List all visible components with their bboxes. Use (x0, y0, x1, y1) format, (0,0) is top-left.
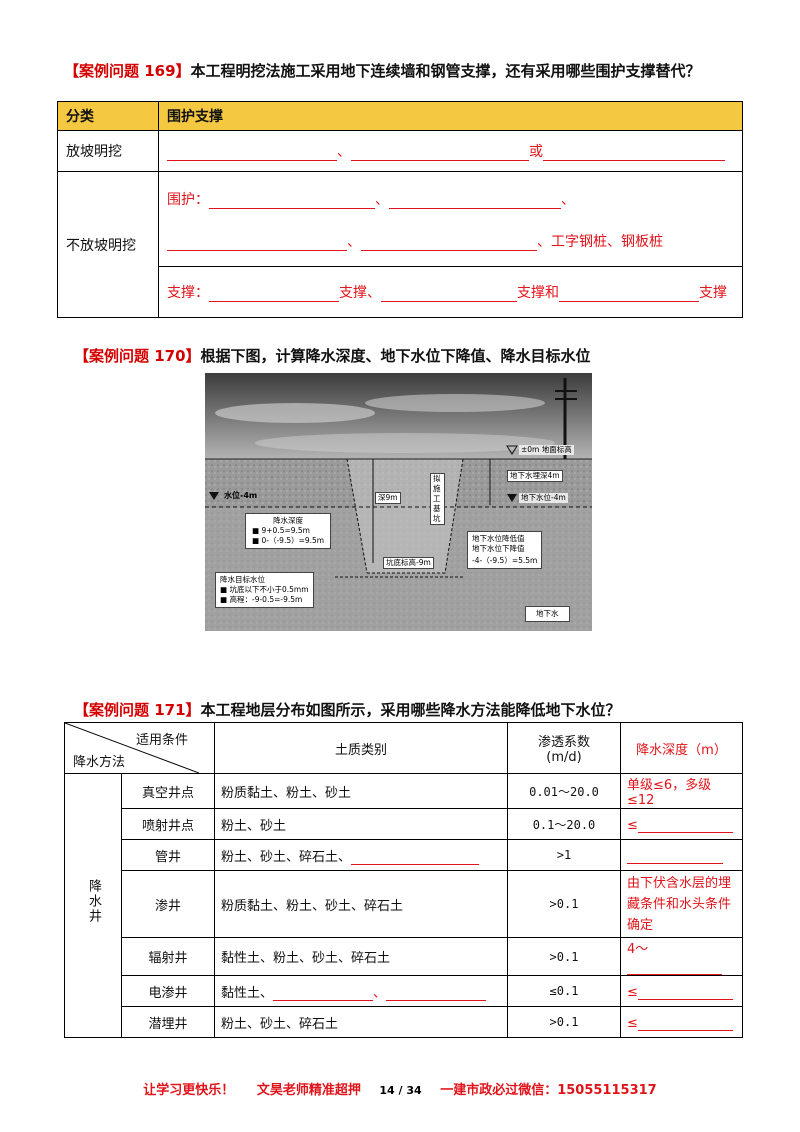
blank[interactable] (351, 847, 480, 865)
blank[interactable] (351, 143, 529, 161)
table-row: 电渗井 黏性土、、 ≤0.1 ≤ (65, 975, 743, 1007)
header-support: 围护支撑 (158, 101, 743, 131)
groundwater-label: 地下水 (525, 606, 570, 622)
diagonal-line (65, 723, 199, 773)
blank[interactable] (167, 143, 337, 161)
dewatering-figure: ±0m 地面标高 地下水埋深4m 水位-4m 地下水位-4m 深9m 拟施工基坑… (205, 373, 592, 631)
blank[interactable] (167, 233, 347, 251)
blank[interactable] (627, 846, 723, 864)
table-171: 适用条件 降水方法 土质类别 渗透系数 (m/d) 降水深度（m） 降水井 真空… (64, 722, 743, 1038)
blank[interactable] (361, 233, 537, 251)
table-header: 分类 围护支撑 (57, 101, 743, 131)
group-label: 降水井 (64, 773, 122, 1038)
table-row: 潜埋井 粉土、砂土、碎石土 >0.1 ≤ (65, 1006, 743, 1038)
blank[interactable] (381, 284, 517, 302)
blank[interactable] (559, 284, 699, 302)
target-level-box: 降水目标水位 ■ 坑底以下不小于0.5mm ■ 高程：-9-0.5=-9.5m (215, 572, 314, 608)
gw-depth-label: 地下水埋深4m (507, 470, 563, 482)
answer-cell: 支撑：支撑、支撑和支撑 (158, 266, 743, 318)
header-category: 分类 (57, 101, 159, 131)
table-row: 降水井 真空井点 粉质黏土、粉土、砂土 0.01～20.0 单级≤6，多级≤12 (64, 773, 743, 1038)
question-170-title: 【案例问题 170】根据下图，计算降水深度、地下水位下降值、降水目标水位 (74, 347, 591, 365)
depth-label: 深9m (375, 492, 401, 504)
pit-bottom-label: 坑底标高-9m (383, 557, 434, 569)
blank[interactable] (386, 983, 487, 1001)
page-number: 14 / 34 (379, 1084, 422, 1097)
row-label: 放坡明挖 (57, 130, 159, 172)
blank[interactable] (637, 1013, 733, 1031)
blank[interactable] (637, 815, 733, 833)
table-row: 喷射井点 粉土、砂土 0.1～20.0 ≤ (65, 808, 743, 840)
blank[interactable] (389, 191, 561, 209)
blank[interactable] (637, 982, 733, 1000)
row-label: 不放坡明挖 (57, 171, 159, 318)
water-level-left-label: 水位-4m (224, 491, 258, 500)
table-row: 不放坡明挖 围护：、、 、、工字钢桩、钢板桩 (57, 171, 743, 318)
header-permeability: 渗透系数 (m/d) (507, 722, 621, 774)
blank[interactable] (627, 957, 722, 975)
blank[interactable] (209, 284, 339, 302)
diagonal-header: 适用条件 降水方法 (64, 722, 215, 774)
table-169: 分类 围护支撑 放坡明挖 、或 不放坡明挖 围护：、、 、、工字钢桩、钢板桩 支… (57, 101, 743, 318)
blank[interactable] (543, 143, 725, 161)
table-row: 渗井 粉质黏土、粉土、砂土、碎石土 >0.1 由下伏含水层的埋藏条件和水头条件确… (65, 870, 743, 938)
dewatering-depth-box: 降水深度 ■ 9+0.5=9.5m ■ 0-（-9.5）=9.5m (245, 513, 332, 549)
answer-cell: 、或 (158, 130, 743, 172)
table-row: 管井 粉土、砂土、碎石土、 >1 (65, 839, 743, 871)
blank[interactable] (209, 191, 375, 209)
answer-cell: 围护：、、 、、工字钢桩、钢板桩 (158, 171, 743, 267)
page-footer: 让学习更快乐！ 文昊老师精准超押 14 / 34 一建市政必过微信：150551… (143, 1083, 657, 1098)
header-depth: 降水深度（m） (620, 722, 743, 774)
water-drop-box: 地下水位降低值 地下水位下降值 -4-（-9.5）=5.5m (467, 531, 543, 569)
question-171-title: 【案例问题 171】本工程地层分布如图所示，采用哪些降水方法能降低地下水位？ (74, 701, 621, 719)
water-level-right-label: 地下水位-4m (519, 493, 568, 503)
table-row: 放坡明挖 、或 (57, 130, 743, 172)
blank[interactable] (273, 983, 374, 1001)
header-soil: 土质类别 (214, 722, 508, 774)
table-row: 辐射井 黏性土、粉土、砂土、碎石土 >0.1 4～ (65, 937, 743, 976)
table-row: 支撑：支撑、支撑和支撑 (58, 266, 743, 318)
ground-level-label: ±0m 地面标高 (519, 445, 574, 455)
question-169-title: 【案例问题 169】本工程明挖法施工采用地下连续墙和钢管支撑，还有采用哪些围护支… (64, 62, 701, 80)
table-header: 适用条件 降水方法 土质类别 渗透系数 (m/d) 降水深度（m） (64, 722, 743, 774)
pit-label: 拟施工基坑 (430, 473, 445, 525)
